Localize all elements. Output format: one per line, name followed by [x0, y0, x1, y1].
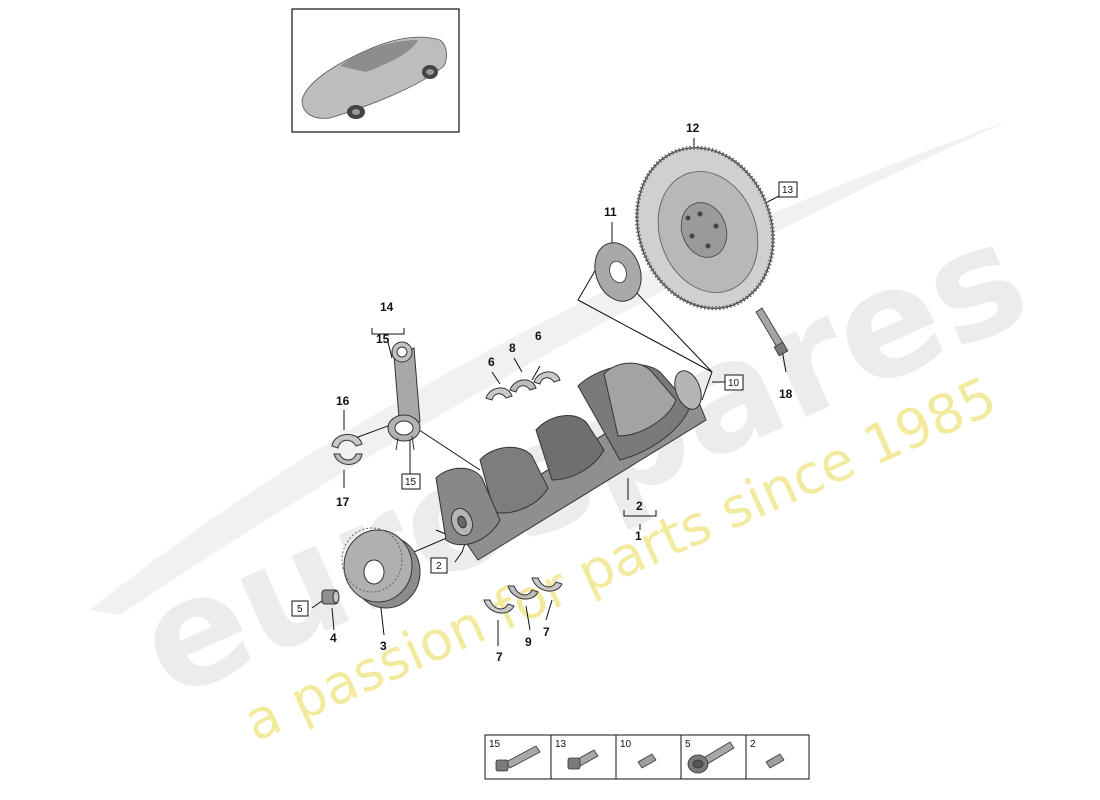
- bolt-legend-table: 15 13 10 5: [484, 734, 810, 780]
- hex-bolt-icon: [567, 749, 599, 770]
- callout-6-left: 6: [488, 355, 495, 369]
- callout-9: 9: [525, 635, 532, 649]
- legend-label-15: 15: [489, 739, 501, 750]
- legend-label-13: 13: [555, 739, 567, 750]
- drive-plate: [594, 242, 642, 302]
- bolt-18: [755, 307, 789, 357]
- long-hex-bolt-icon: [495, 745, 541, 772]
- callout-11: 11: [604, 205, 617, 219]
- callout-2: 2: [636, 499, 643, 513]
- callout-17: 17: [336, 495, 350, 509]
- legend-label-2: 2: [750, 739, 756, 750]
- callout-4: 4: [330, 631, 337, 645]
- legend-label-5: 5: [685, 739, 691, 750]
- callout-6-right: 6: [535, 329, 542, 343]
- flange-bolt-icon: [687, 741, 735, 774]
- boxed-callout-5: 5: [297, 604, 303, 615]
- connecting-rod: [387, 341, 421, 451]
- legend-cell-13: 13: [555, 739, 599, 770]
- boxed-callouts: 13 10 15 2 5: [291, 181, 798, 617]
- boxed-callout-2: 2: [436, 561, 442, 572]
- boxed-callout-13: 13: [782, 185, 794, 196]
- callout-12: 12: [686, 121, 700, 135]
- main-bearing-shells-upper: [485, 371, 561, 401]
- short-plug-bolt-icon: [765, 753, 785, 769]
- crank-pulley: [341, 527, 421, 609]
- boxed-callout-10: 10: [728, 378, 740, 389]
- pulley-bolt-washer: [321, 589, 340, 605]
- legend-label-10: 10: [620, 739, 632, 750]
- leader-lines: [311, 138, 787, 646]
- vehicle-thumbnail: [291, 8, 460, 133]
- callout-8: 8: [509, 341, 516, 355]
- callout-7-right: 7: [543, 625, 550, 639]
- callout-14: 14: [380, 300, 394, 314]
- car-image: [301, 36, 448, 119]
- boxed-callout-15: 15: [405, 477, 417, 488]
- callout-1: 1: [635, 529, 642, 543]
- watermark-swoosh: [90, 120, 1010, 615]
- legend-cell-10: 10: [620, 739, 657, 769]
- legend-cell-2: 2: [750, 739, 785, 769]
- callout-15: 15: [376, 332, 390, 346]
- callout-labels: 12 11 14 15 6 8 6 16 17 18 2 1 4 3 7 9 7: [330, 121, 793, 664]
- callout-18: 18: [779, 387, 793, 401]
- callout-3: 3: [380, 639, 387, 653]
- callout-7-left: 7: [496, 650, 503, 664]
- crankshaft: [435, 362, 707, 561]
- rod-bearing-shells: [331, 434, 363, 465]
- short-plug-bolt-icon: [637, 753, 657, 769]
- flywheel-ring-gear: [634, 145, 776, 311]
- legend-cell-5: 5: [685, 739, 735, 774]
- callout-16: 16: [336, 394, 350, 408]
- main-bearing-shells-lower: [483, 577, 563, 614]
- legend-cell-15: 15: [489, 739, 541, 772]
